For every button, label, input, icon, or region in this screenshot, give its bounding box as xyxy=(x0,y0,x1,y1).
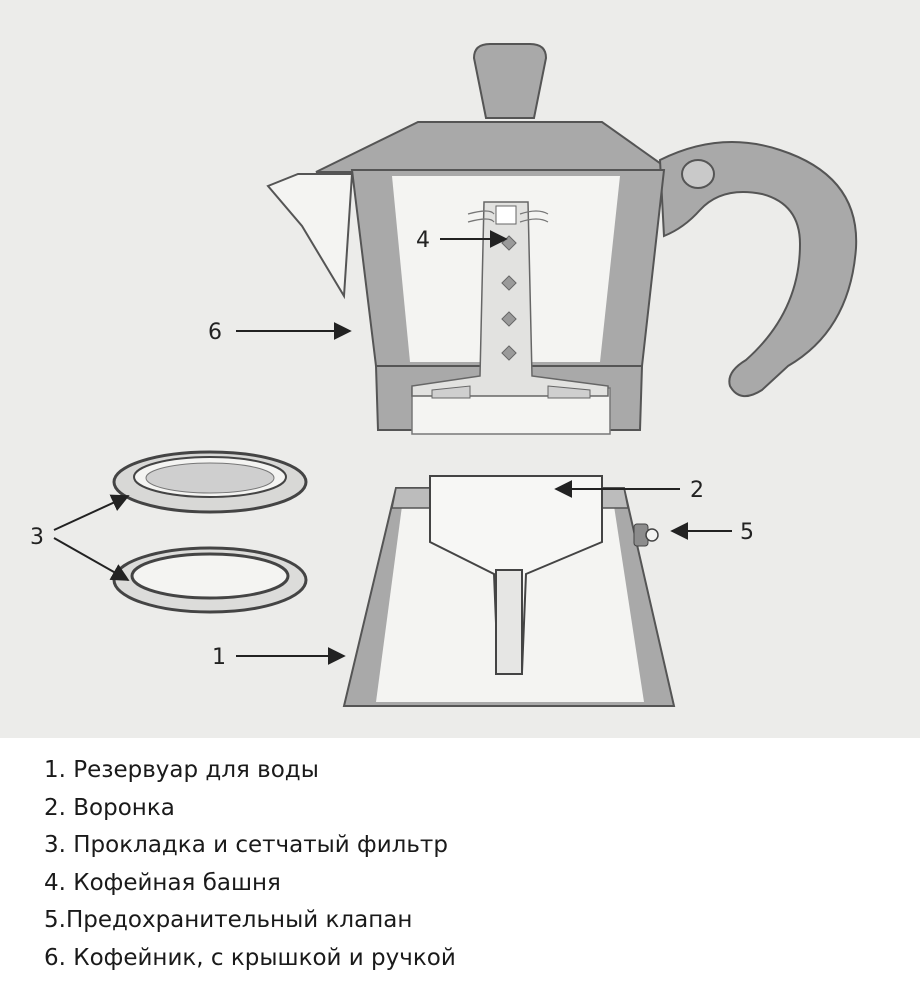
filter-plate xyxy=(112,450,308,514)
legend-item-safety-valve: 5.Предохранительный клапан xyxy=(44,907,413,933)
legend-item-coffee-pot: 6. Кофейник, с крышкой и ручкой xyxy=(44,944,456,971)
tower-base-gasket xyxy=(431,385,591,399)
legend-item-coffee-tower: 4. Кофейная башня xyxy=(44,869,281,896)
moka-pot-diagram: 1 2 3 4 5 6 xyxy=(30,43,858,707)
callout-label-5: 5 xyxy=(740,520,754,545)
tower-steam xyxy=(467,210,549,223)
coffee-tower xyxy=(411,201,609,397)
diagram-panel: 1 2 3 4 5 6 xyxy=(0,0,920,738)
tower-outlet xyxy=(495,205,517,225)
callout-arrow-3b xyxy=(53,537,130,581)
legend-item-water-reservoir: 1. Резервуар для воды xyxy=(44,757,319,783)
callout-label-2: 2 xyxy=(690,478,704,503)
legend-item-funnel: 2. Воронка xyxy=(44,794,175,821)
pot-handle xyxy=(658,141,858,397)
lid-knob xyxy=(472,43,548,119)
pot-lid xyxy=(315,121,665,173)
callout-label-1: 1 xyxy=(212,645,226,670)
callouts: 1 2 3 4 5 6 xyxy=(30,228,754,670)
legend-item-gasket-filter: 3. Прокладка и сетчатый фильтр xyxy=(44,832,448,858)
funnel-stem xyxy=(495,569,523,675)
pot-spout xyxy=(266,173,354,300)
callout-label-6: 6 xyxy=(208,320,222,345)
coffee-pot-upper xyxy=(266,43,858,435)
callout-arrow-3a xyxy=(53,494,130,531)
safety-valve xyxy=(633,523,659,547)
callout-label-3: 3 xyxy=(30,525,44,550)
water-reservoir xyxy=(342,475,676,707)
rubber-gasket xyxy=(112,546,308,614)
parts-legend: 1. Резервуар для воды 2. Воронка 3. Прок… xyxy=(44,752,904,977)
callout-label-4: 4 xyxy=(416,228,430,253)
handle-hinge xyxy=(681,159,715,189)
